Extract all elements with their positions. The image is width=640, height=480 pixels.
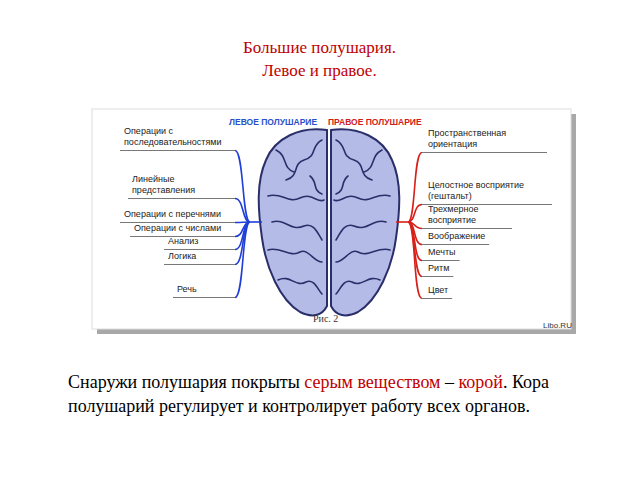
leader-line xyxy=(422,244,489,245)
function-label: Речь xyxy=(177,284,197,295)
slide-title: Большие полушария. Левое и правое. xyxy=(232,36,407,82)
function-label: Логика xyxy=(168,251,196,262)
hemisphere-heading: ЛЕВОЕ ПОЛУШАРИЕ xyxy=(229,117,317,127)
function-label: Операции с перечнями xyxy=(124,209,221,220)
function-label: Линейные представления xyxy=(132,174,217,196)
hemisphere-heading: ПРАВОЕ ПОЛУШАРИЕ xyxy=(328,117,422,127)
leader-line xyxy=(120,222,235,223)
panel xyxy=(92,109,571,329)
caption-segment: корой xyxy=(458,372,502,392)
leader-line xyxy=(173,297,235,298)
leader-lines xyxy=(120,151,552,299)
leader-line xyxy=(408,153,422,223)
function-label: Воображение xyxy=(428,231,485,242)
leader-line xyxy=(235,199,250,223)
leader-line xyxy=(164,249,235,250)
function-label: Мечты xyxy=(428,247,456,258)
watermark: Libo.RU xyxy=(543,321,572,330)
leader-line xyxy=(120,150,235,151)
leader-line xyxy=(422,276,453,277)
function-label: Трехмерное восприятие xyxy=(428,204,508,226)
caption-segment: Снаружи полушария покрыты xyxy=(68,372,300,392)
brain xyxy=(259,129,400,315)
function-label: Операции с последовательностями xyxy=(124,126,229,148)
function-label: Операции с числами xyxy=(134,223,221,234)
caption-segment: серым веществом xyxy=(304,372,440,392)
function-label: Цвет xyxy=(428,285,448,296)
function-label: Целостное восприятие (гештальт) xyxy=(428,180,548,202)
leader-line xyxy=(422,298,452,299)
leader-line xyxy=(422,228,512,229)
leader-line xyxy=(422,260,460,261)
leader-line xyxy=(250,221,262,223)
leader-line xyxy=(396,221,408,223)
caption-segment: – xyxy=(445,372,454,392)
leader-line xyxy=(235,222,250,298)
leader-line xyxy=(408,222,422,299)
leader-line xyxy=(164,264,235,265)
function-label: Анализ xyxy=(168,236,198,247)
leader-line xyxy=(422,152,547,153)
leader-line xyxy=(128,198,235,199)
function-label: Ритм xyxy=(428,263,449,274)
leader-line xyxy=(408,205,422,223)
caption-segment: . xyxy=(503,372,508,392)
leader-line xyxy=(235,151,250,223)
function-label: Пространственная ориентация xyxy=(428,128,543,150)
figure-number: Рис. 2 xyxy=(313,313,338,324)
caption-text: Снаружи полушария покрыты серым вещество… xyxy=(68,370,598,418)
